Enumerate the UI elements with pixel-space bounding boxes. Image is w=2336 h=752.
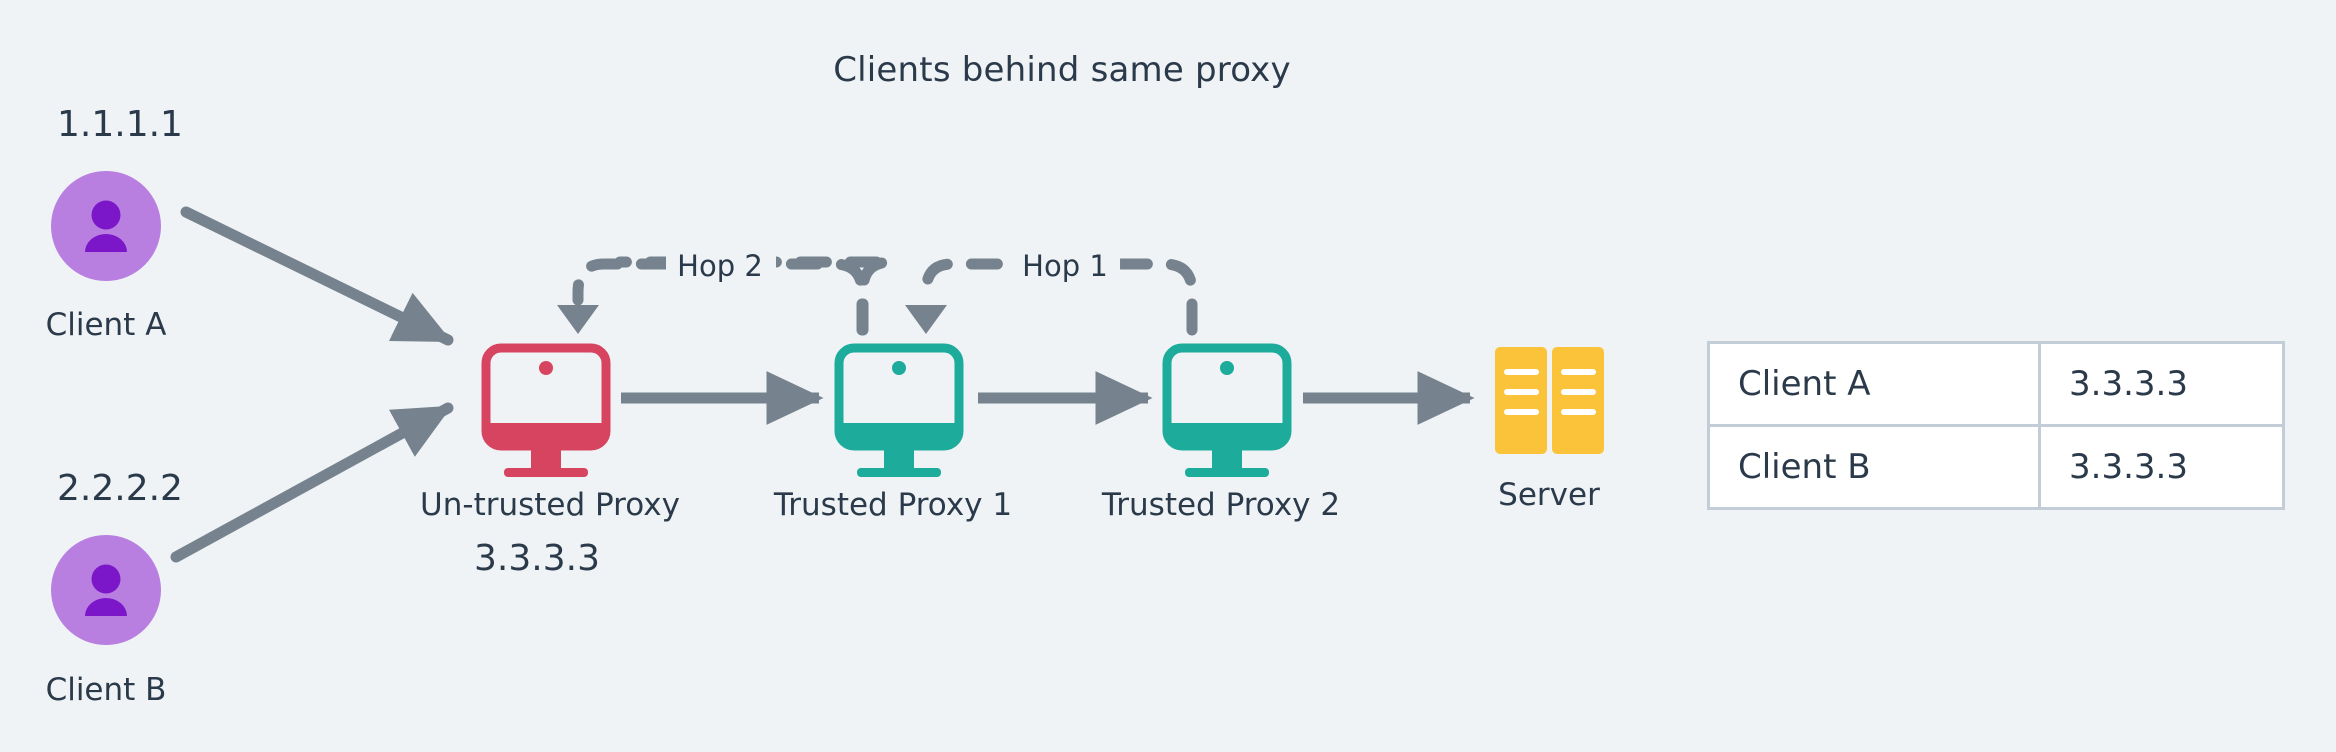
client-b-avatar [51,535,161,645]
untrusted-proxy-label: Un-trusted Proxy [420,487,680,523]
arrow-client-a-to-untrusted-proxy [180,206,454,346]
client-b-ip-label: 2.2.2.2 [57,468,183,509]
trusted-proxy-2-monitor-icon [1162,343,1292,477]
trusted-proxy-1-label: Trusted Proxy 1 [773,487,1013,523]
untrusted-proxy-monitor-icon [481,343,611,477]
arrow-client-b-to-untrusted-proxy [170,402,454,563]
server-icon [1495,347,1604,454]
client-a-ip-label: 1.1.1.1 [57,104,183,145]
untrusted-proxy-ip-label: 3.3.3.3 [474,538,600,579]
client-a-label: Client A [45,307,167,343]
server-label: Server [1498,477,1600,513]
hop-1-connector [905,258,1198,336]
table-cell-ip: 3.3.3.3 [2041,344,2282,427]
client-a-avatar [51,171,161,281]
hop-2-label: Hop 2 [677,249,763,283]
table-cell-client: Client A [1710,344,2041,427]
hop-1-label: Hop 1 [1022,249,1108,283]
trusted-proxy-2-label: Trusted Proxy 2 [1101,487,1341,523]
table-cell-ip: 3.3.3.3 [2041,427,2282,507]
client-b-label: Client B [45,672,167,708]
page-title: Clients behind same proxy [833,50,1291,90]
trusted-proxy-1-monitor-icon [834,343,964,477]
table-cell-client: Client B [1710,427,2041,507]
table-row: Client B 3.3.3.3 [1710,427,2282,507]
table-row: Client A 3.3.3.3 [1710,344,2282,427]
client-ip-table: Client A 3.3.3.3 Client B 3.3.3.3 [1707,341,2285,510]
